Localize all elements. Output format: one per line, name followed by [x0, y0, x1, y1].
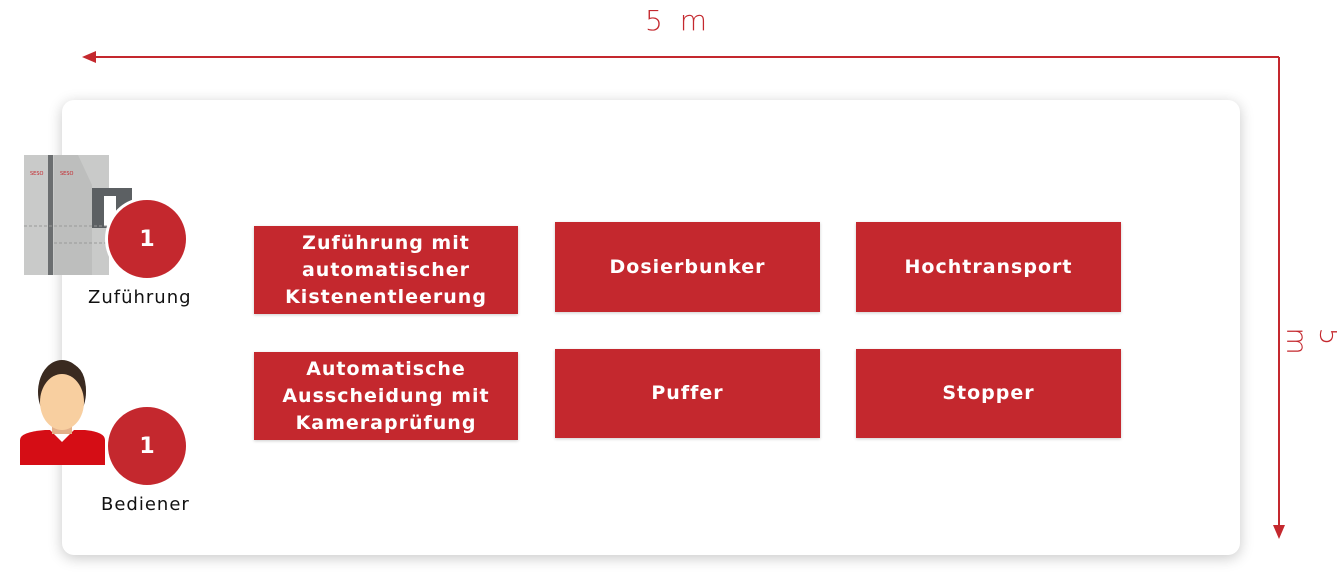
feeder-label: Zuführung [88, 287, 192, 308]
operator-label: Bediener [101, 494, 190, 515]
module-stopper: Stopper [856, 349, 1121, 438]
width-arrow [90, 56, 1280, 530]
module-ausscheidung: Automatische Ausscheidung mit Kameraprüf… [254, 352, 518, 440]
arrowhead-left-icon [82, 51, 96, 63]
svg-text:SESO: SESO [60, 171, 74, 177]
module-zufuehrung: Zuführung mit automatischer Kistenentlee… [254, 226, 518, 314]
layout-card [62, 100, 1240, 555]
feeder-count-badge: 1 [105, 197, 189, 281]
operator-count-badge: 1 [105, 404, 189, 488]
arrowhead-down-icon [1273, 525, 1285, 539]
operator-icon [20, 360, 105, 465]
module-dosierbunker: Dosierbunker [555, 222, 820, 312]
module-hochtransport: Hochtransport [856, 222, 1121, 312]
svg-text:SESO: SESO [30, 171, 44, 177]
width-dimension-label: 5 m [645, 4, 711, 37]
module-puffer: Puffer [555, 349, 820, 438]
